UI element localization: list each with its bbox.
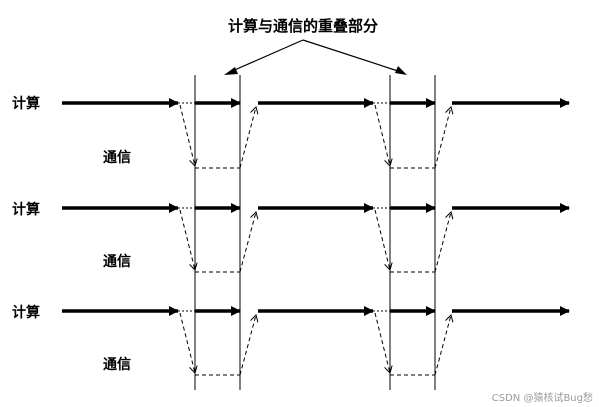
watermark: CSDN @猿核试Bug愁 [492,391,593,404]
comm-up-arrow-2 [434,212,451,273]
communication-label: 通信 [103,253,131,270]
title-pointer-left-line [229,39,304,73]
comm-down-arrow-1 [179,209,195,270]
title-pointer-right-arrowhead [395,66,407,75]
communication-label: 通信 [103,356,131,373]
comm-down-arrow-1 [179,312,195,373]
comm-up-arrow-1 [239,212,256,273]
compute-label: 计算 [12,304,40,321]
comm-up-arrow-2 [434,315,451,376]
compute-label: 计算 [12,95,40,112]
comm-up-arrow-1 [239,107,256,169]
title-pointer-left-arrowhead [224,67,238,75]
comm-up-arrow-1 [239,315,256,376]
comm-down-arrow-2 [374,312,390,373]
comm-up-arrow-2 [434,107,451,169]
comm-down-arrow-1 [179,104,195,166]
compute-label: 计算 [12,201,40,218]
communication-label: 通信 [103,149,131,166]
row-3: 计算 通信 [12,304,570,376]
vertical-boundary-lines [194,75,436,390]
comm-down-arrow-2 [374,209,390,270]
title-pointer-arrows [224,39,407,75]
title-pointer-right-line [302,39,402,73]
row-2: 计算 通信 [12,201,570,273]
diagram-title: 计算与通信的重叠部分 [228,17,378,35]
row-1: 计算 通信 [12,95,570,169]
comm-down-arrow-2 [374,104,390,166]
